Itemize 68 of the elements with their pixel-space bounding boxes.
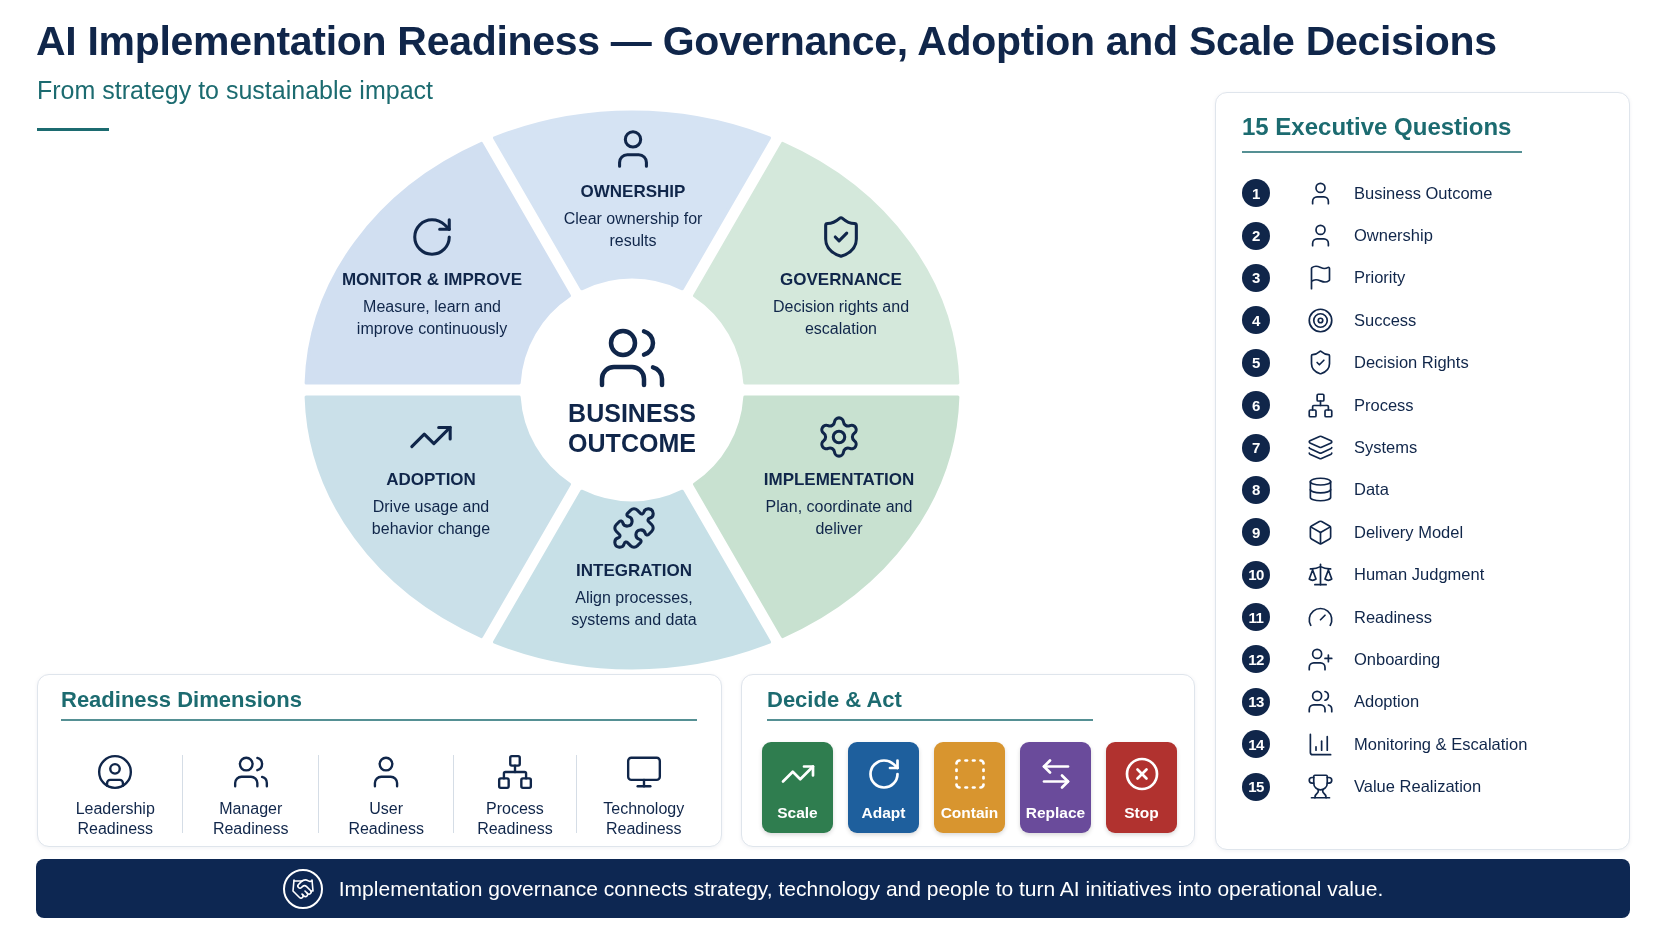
panel-card (741, 674, 1195, 847)
segment-title: GOVERNANCE (780, 270, 902, 290)
page-title: AI Implementation Readiness — Governance, Adoption and Scale Decisions (36, 18, 1497, 65)
question-label: Decision Rights (1354, 353, 1469, 373)
question-label: Onboarding (1354, 650, 1441, 669)
question-label: Delivery Model (1354, 522, 1464, 542)
action-label: Stop (1124, 804, 1159, 822)
segment-description: Decision rights and escalation (771, 297, 911, 339)
number-badge: 9 (1242, 518, 1270, 547)
footer-banner (36, 859, 1630, 918)
segment-description: Align processes, systems and data (570, 588, 698, 630)
footer-text: Implementation governance connects strategy, technology and people to turn AI initiatives into operational value. (338, 876, 1384, 901)
dimension-label: Manager Readiness (211, 799, 290, 839)
question-label: Success (1354, 310, 1417, 330)
number-badge: 15 (1242, 772, 1270, 801)
action-tile (1106, 742, 1177, 833)
question-label: Ownership (1354, 226, 1433, 246)
segment-description: Drive usage and behavior change (370, 497, 492, 539)
question-label: Adoption (1354, 692, 1420, 712)
action-tile (1020, 742, 1091, 833)
action-label: Adapt (861, 804, 906, 822)
action-label: Scale (777, 804, 818, 822)
action-tile (934, 742, 1005, 833)
question-label: Data (1354, 480, 1389, 500)
question-label: Process (1354, 395, 1414, 415)
panel-card (37, 674, 722, 847)
number-badge: 13 (1242, 687, 1270, 716)
segment-description: Clear ownership for results (562, 209, 704, 251)
number-badge: 2 (1242, 221, 1270, 250)
question-label: Business Outcome (1354, 183, 1493, 203)
number-badge: 8 (1242, 475, 1270, 504)
dimension-label: User Readiness (347, 799, 425, 839)
number-badge: 5 (1242, 348, 1270, 377)
number-badge: 6 (1242, 391, 1270, 420)
segment-title: OWNERSHIP (580, 182, 686, 202)
segment-title: ADOPTION (386, 470, 476, 490)
dimension-label: Technology Readiness (602, 799, 686, 839)
panel-title: Decide & Act (767, 687, 902, 713)
question-label: Human Judgment (1354, 565, 1485, 585)
number-badge: 4 (1242, 306, 1270, 335)
dimension-label: Process Readiness (476, 799, 554, 839)
panel-title: 15 Executive Questions (1242, 113, 1512, 141)
action-tile (848, 742, 919, 833)
segment-description: Plan, coordinate and deliver (764, 497, 914, 539)
number-badge: 11 (1242, 603, 1270, 632)
subtitle: From strategy to sustainable impact (37, 76, 433, 105)
number-badge: 10 (1242, 560, 1270, 589)
panel-title: Readiness Dimensions (61, 687, 302, 713)
question-label: Priority (1354, 268, 1406, 288)
segment-title: INTEGRATION (576, 561, 692, 581)
number-badge: 7 (1242, 433, 1270, 462)
question-label: Value Realization (1354, 777, 1482, 797)
number-badge: 1 (1242, 179, 1270, 208)
action-label: Replace (1025, 804, 1086, 822)
segment-description: Measure, learn and improve continuously (355, 297, 509, 339)
question-label: Monitoring & Escalation (1354, 734, 1528, 754)
question-label: Readiness (1354, 607, 1432, 627)
number-badge: 3 (1242, 263, 1270, 292)
action-tile (762, 742, 833, 833)
center-title: BUSINESS OUTCOME (567, 398, 697, 458)
action-label: Contain (940, 804, 999, 822)
segment-title: MONITOR & IMPROVE (341, 270, 523, 290)
panel-card (1215, 92, 1630, 850)
question-label: Systems (1354, 438, 1418, 458)
dimension-label: Leadership Readiness (74, 799, 156, 839)
number-badge: 12 (1242, 645, 1270, 674)
number-badge: 14 (1242, 730, 1270, 759)
segment-title: IMPLEMENTATION (763, 470, 915, 490)
